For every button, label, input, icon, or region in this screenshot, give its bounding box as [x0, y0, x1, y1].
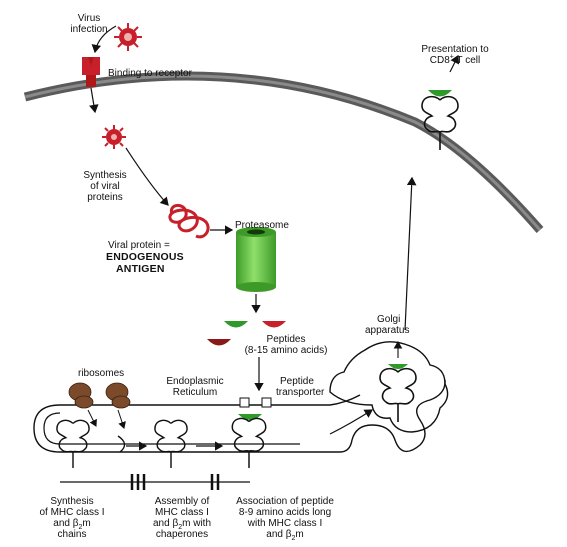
- transporter-box-2: [261, 397, 272, 408]
- antigen-label: ANTIGEN: [116, 263, 165, 275]
- peptides-icon: [207, 321, 286, 346]
- virus-inside-icon: [102, 125, 126, 149]
- peptides-label: Peptides (8-15 amino acids): [244, 334, 328, 356]
- synthesis-viral-label: Synthesis of viral proteins: [83, 170, 127, 203]
- golgi-label: Golgi apparatus: [365, 314, 410, 336]
- mhc-surface-icon: [421, 90, 459, 151]
- proteasome-label: Proteasome: [235, 220, 289, 231]
- golgi-apparatus: [329, 341, 449, 433]
- endoplasmic-reticulum: [33, 379, 446, 453]
- step2-label: Assembly of MHC class I and β2m with cha…: [152, 496, 212, 540]
- step3-label: Association of peptide 8-9 amino acids l…: [236, 496, 334, 542]
- er-label: Endoplasmic Reticulum: [166, 376, 224, 398]
- ribosome-icon: [68, 382, 131, 409]
- endogenous-label: ENDOGENOUS: [106, 251, 184, 263]
- receptor-icon: [82, 57, 100, 87]
- virus-infection-label: Virus infection: [70, 13, 108, 35]
- binding-label: Binding to receptor: [108, 68, 192, 79]
- viral-protein-label: Viral protein =: [108, 240, 170, 251]
- viral-protein-icon: [168, 204, 210, 239]
- presentation-label: Presentation to CD8+ T cell: [421, 44, 489, 66]
- virus-icon: [114, 23, 142, 51]
- step1-label: Synthesis of MHC class I and β2m chains: [39, 496, 105, 540]
- ribosomes-label: ribosomes: [78, 368, 125, 379]
- proteasome-icon: [236, 227, 276, 292]
- transporter-box-1: [239, 397, 250, 408]
- mhc-peptide-complex: [231, 417, 267, 468]
- transporter-label: Peptide transporter: [276, 376, 325, 398]
